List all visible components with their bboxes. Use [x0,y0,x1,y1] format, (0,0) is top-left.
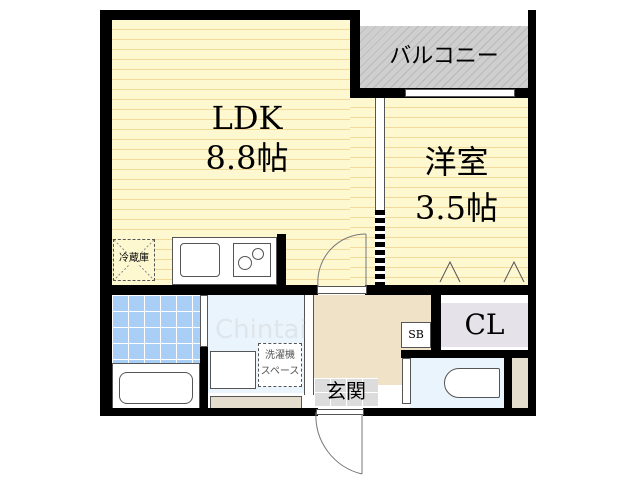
wall-toilet-right [504,358,512,410]
balcony-label: バルコニー [389,44,499,69]
ldk-size: 8.8帖 [205,139,289,177]
sliding-door-partition[interactable] [375,98,385,210]
washroom-sliding-door[interactable] [304,295,314,395]
western-size: 3.5帖 [415,189,498,227]
ldk-name: LDK [211,99,283,137]
wall-bath-right [200,295,208,411]
washbasin [210,351,256,389]
pipe-space [512,358,528,410]
wall-top-ldk [100,10,356,20]
wall-kitchen-end [277,234,286,286]
washer-label-1: 洗濯機 [265,350,295,361]
toilet-door[interactable] [402,358,411,404]
shoe-box: SB [401,322,431,348]
front-door[interactable] [316,409,364,415]
bathtub [112,363,200,411]
closet[interactable]: CL [441,295,528,347]
bathtub-icon [119,372,193,404]
washer-label-2: スペース [260,366,300,377]
door-swing-ldk [317,233,367,287]
stove-icon [233,243,271,277]
bath-door[interactable] [200,295,208,347]
wall-bottom-left [100,408,318,416]
genkan-label: 玄関 [326,379,366,403]
western-room: 洋室 3.5帖 [385,98,528,286]
western-name: 洋室 [424,143,489,181]
fridge-space: 冷蔵庫 [113,239,155,281]
wall-middle [100,285,318,295]
closet-door-icon [439,260,525,283]
door-ldk[interactable] [317,286,367,294]
toilet-icon [444,368,500,398]
bathroom [112,295,200,363]
wall-middle-right [365,285,536,295]
wall-left [100,10,112,410]
washer-space: 洗濯機 スペース [258,343,302,387]
wall-toilet-top [401,350,536,358]
shoe-box-label: SB [408,328,424,341]
genkan: 玄関 [314,378,378,406]
balcony: バルコニー [360,20,528,90]
watermark: Chintai [215,315,307,345]
wall-cl-left [431,285,441,353]
window-balcony[interactable] [405,89,515,97]
sink-icon [180,243,220,277]
wall-bottom-right [363,408,536,416]
wall-balcony-left [350,10,360,100]
closet-label: CL [464,308,505,341]
wall-partition [375,210,385,286]
front-door-swing [315,411,363,475]
fridge-label: 冷蔵庫 [114,253,154,265]
kitchen-counter [172,237,277,285]
wall-right [528,10,536,410]
